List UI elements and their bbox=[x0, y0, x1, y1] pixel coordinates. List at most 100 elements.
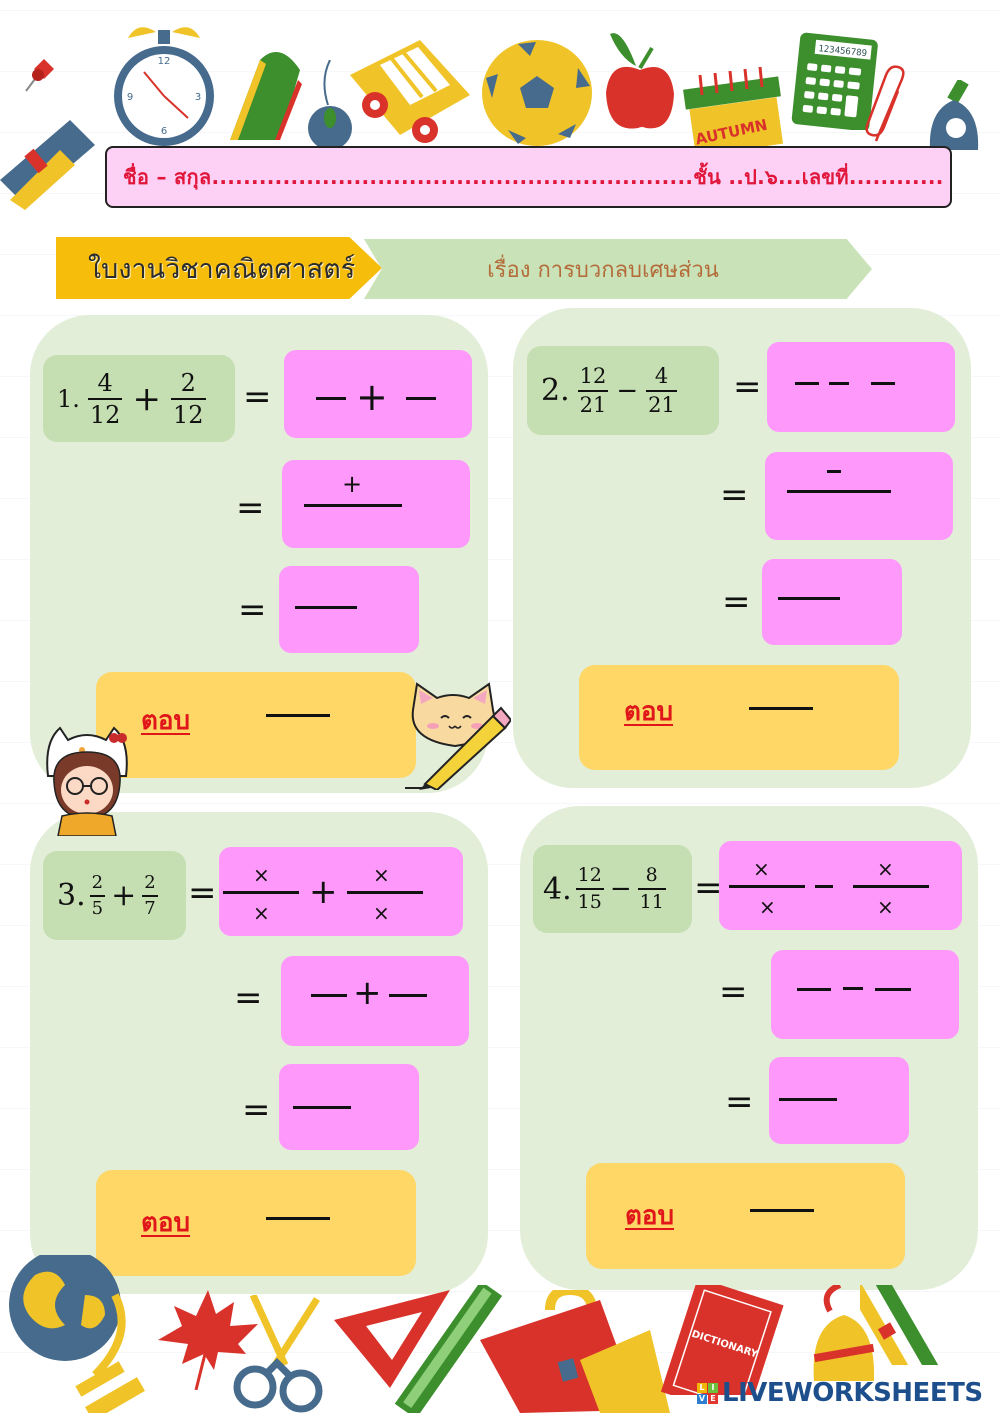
blank-fraction-bar[interactable] bbox=[316, 397, 346, 400]
fraction-bar[interactable] bbox=[304, 504, 402, 507]
live-badge-icon: L I V E bbox=[697, 1382, 718, 1404]
minus-sign bbox=[829, 382, 849, 385]
times-sign: × bbox=[253, 863, 270, 887]
p4-step3-slot[interactable] bbox=[769, 1057, 909, 1144]
problem-number: 2. bbox=[541, 373, 570, 408]
equals-sign: = bbox=[238, 590, 267, 630]
topic-chevron: เรื่อง การบวกลบเศษส่วน bbox=[364, 239, 872, 299]
minus-sign bbox=[827, 470, 841, 473]
blank-fraction-bar[interactable] bbox=[406, 397, 436, 400]
fraction-bar[interactable] bbox=[779, 1098, 837, 1101]
blank-fraction-bar[interactable] bbox=[875, 988, 911, 991]
operator-plus: + bbox=[111, 877, 137, 913]
sneaker-icon bbox=[230, 52, 302, 140]
blank-fraction-bar[interactable] bbox=[311, 994, 347, 997]
p4-answer-box[interactable]: ตอบ bbox=[586, 1163, 905, 1269]
minus-sign bbox=[843, 987, 863, 990]
ruler-icon bbox=[394, 1285, 503, 1413]
p4-step2-slot[interactable] bbox=[771, 950, 959, 1039]
p1-step3-slot[interactable] bbox=[279, 566, 419, 653]
p1-step1-slot[interactable]: + bbox=[284, 350, 472, 438]
answer-fraction-bar[interactable] bbox=[749, 707, 813, 710]
equals-sign: = bbox=[242, 1090, 271, 1130]
svg-text:3: 3 bbox=[195, 92, 201, 103]
equals-sign: = bbox=[722, 582, 751, 622]
p4-step1-slot[interactable]: × × × × bbox=[719, 841, 962, 930]
equals-sign: = bbox=[243, 377, 272, 417]
problem-number: 1. bbox=[57, 384, 80, 413]
operator-minus: − bbox=[609, 874, 632, 904]
p3-step3-slot[interactable] bbox=[279, 1064, 419, 1150]
times-sign: × bbox=[373, 901, 390, 925]
minus-sign bbox=[815, 885, 833, 888]
p3-step2-slot[interactable]: + bbox=[281, 956, 469, 1046]
colored-pencils-icon bbox=[860, 1285, 939, 1365]
fraction-bar[interactable] bbox=[853, 885, 929, 888]
times-sign: × bbox=[877, 895, 894, 919]
p1-answer-box[interactable]: ตอบ bbox=[96, 672, 416, 778]
answer-fraction-bar[interactable] bbox=[750, 1209, 814, 1212]
blank-fraction-bar[interactable] bbox=[871, 382, 895, 385]
fraction-bar[interactable] bbox=[729, 885, 805, 888]
blank-fraction-bar[interactable] bbox=[795, 382, 819, 385]
pushpin-icon bbox=[25, 59, 54, 92]
answer-label: ตอบ bbox=[625, 1201, 675, 1231]
cat-with-pencil-icon bbox=[405, 682, 511, 790]
fraction-bar[interactable] bbox=[293, 1106, 351, 1109]
times-sign: × bbox=[373, 863, 390, 887]
fraction-bar[interactable] bbox=[787, 490, 891, 493]
blank-fraction-bar[interactable] bbox=[389, 994, 427, 997]
svg-text:6: 6 bbox=[161, 126, 167, 137]
equals-sign: = bbox=[234, 978, 263, 1018]
microscope-icon bbox=[929, 80, 979, 150]
equals-sign: = bbox=[733, 367, 762, 407]
operator-minus: − bbox=[616, 375, 639, 406]
soccer-ball-icon bbox=[482, 40, 592, 146]
p2-step3-slot[interactable] bbox=[762, 559, 902, 645]
answer-label: ตอบ bbox=[141, 1208, 191, 1238]
fraction-bar[interactable] bbox=[778, 597, 840, 600]
operator-plus: + bbox=[132, 378, 161, 419]
equals-sign: = bbox=[725, 1082, 754, 1122]
fraction-bar[interactable] bbox=[347, 891, 423, 894]
liveworksheets-logo[interactable]: L I V E LIVEWORKSHEETS bbox=[697, 1378, 983, 1408]
apple-icon bbox=[606, 33, 674, 129]
fraction-bar[interactable] bbox=[223, 891, 299, 894]
answer-label: ตอบ bbox=[141, 706, 191, 736]
times-sign: × bbox=[759, 895, 776, 919]
paperclip-icon bbox=[865, 65, 905, 142]
p3-answer-box[interactable]: ตอบ bbox=[96, 1170, 416, 1276]
answer-fraction-bar[interactable] bbox=[266, 714, 330, 717]
answer-fraction-bar[interactable] bbox=[266, 1217, 330, 1220]
autumn-calendar-icon: AUTUMN bbox=[680, 65, 785, 156]
school-bag-icon bbox=[480, 1290, 670, 1413]
p2-step1-slot[interactable] bbox=[767, 342, 955, 432]
plus-sign: + bbox=[309, 872, 338, 912]
blank-fraction-bar[interactable] bbox=[797, 988, 831, 991]
fraction-bar[interactable] bbox=[295, 606, 357, 609]
bell-icon bbox=[813, 1285, 875, 1381]
answer-label: ตอบ bbox=[624, 697, 674, 727]
subject-title: ใบงานวิชาคณิตศาสตร์ bbox=[88, 253, 356, 285]
p3-step1-slot[interactable]: × × + × × bbox=[219, 847, 463, 936]
p2-answer-box[interactable]: ตอบ bbox=[579, 665, 899, 770]
plus-sign: + bbox=[353, 973, 382, 1013]
student-info-bar[interactable]: ชื่อ – สกุล.............................… bbox=[105, 146, 952, 208]
p1-step2-slot[interactable]: + bbox=[282, 460, 470, 548]
alarm-clock-icon: 12 3 6 9 bbox=[114, 27, 214, 146]
problem-number: 4. bbox=[543, 871, 572, 907]
equals-sign: = bbox=[236, 488, 265, 528]
equals-sign: = bbox=[720, 475, 749, 515]
maple-leaf-icon bbox=[158, 1290, 258, 1390]
times-sign: × bbox=[877, 857, 894, 881]
problem-number: 3. bbox=[57, 878, 86, 913]
p2-step2-slot[interactable] bbox=[765, 452, 953, 540]
